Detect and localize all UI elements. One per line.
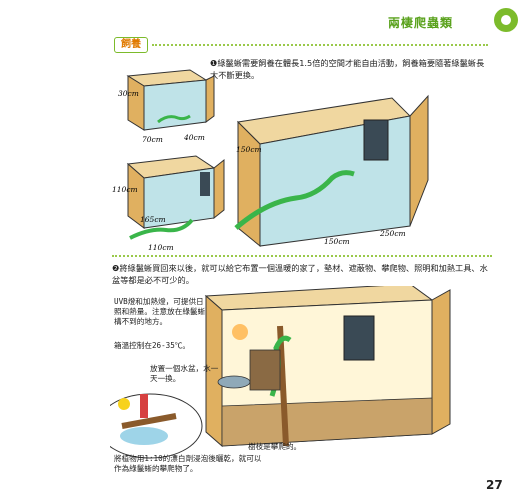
hide-box-icon xyxy=(249,349,281,391)
chapter-badge-icon xyxy=(494,8,518,32)
water-bowl-note: 放置一個水盆，水一天一換。 xyxy=(150,364,219,383)
bleach-note: 將植物用1:10的漂白劑浸泡後曬乾，就可以作為綠鬣蜥的攀爬物了。 xyxy=(114,454,262,473)
dim-large-width: 150cm xyxy=(324,237,350,246)
dim-small-height: 30cm xyxy=(118,89,139,98)
branch-note: 樹枝是攀爬的。 xyxy=(248,442,302,451)
water-bowl-icon xyxy=(217,375,251,389)
terrarium-box xyxy=(204,286,451,448)
heat-lamp-icon xyxy=(232,324,248,340)
section-tag: 飼養 xyxy=(114,37,148,53)
large-terrarium xyxy=(234,90,429,248)
small-terrarium xyxy=(126,69,215,131)
page-number: 27 xyxy=(486,478,503,492)
section-divider xyxy=(152,44,488,46)
paragraph-1: ❶綠鬣蜥需要飼養在體長1.5倍的空間才能自由活動，飼養箱要隨著綠鬣蜥長大不斷更換… xyxy=(210,58,485,80)
dim-medium-depth: 165cm xyxy=(140,215,166,224)
chapter-title: 兩棲爬蟲類 xyxy=(388,16,454,30)
dim-medium-width: 110cm xyxy=(148,243,174,252)
dim-small-depth: 40cm xyxy=(183,133,205,142)
uvb-lamp-note: UVB燈和加熱燈，可提供日照和熱量。注意放在綠鬣蜥構不到的地方。 xyxy=(114,297,206,326)
dim-small-width: 70cm xyxy=(142,135,163,144)
temperature-note: 箱溫控制在26-35℃。 xyxy=(114,341,191,350)
furnished-terrarium-illustration xyxy=(110,286,451,459)
dim-large-depth: 250cm xyxy=(379,229,406,238)
sun-bleach-callout xyxy=(110,393,203,459)
dim-large-height: 150cm xyxy=(236,145,262,154)
medium-terrarium xyxy=(126,155,225,240)
paragraph-2: ❷將綠鬣蜥買回來以後，就可以給它布置一個溫暖的家了，墊材、遮蔽物、攀爬物、照明和… xyxy=(112,263,488,285)
dim-medium-height: 110cm xyxy=(112,185,138,194)
section-divider-2 xyxy=(112,255,492,257)
terrarium-sizes-illustration: 30cm 70cm 40cm 150cm 150cm 250cm 110cm 1… xyxy=(112,69,429,252)
climbing-branch-icon xyxy=(277,325,289,447)
